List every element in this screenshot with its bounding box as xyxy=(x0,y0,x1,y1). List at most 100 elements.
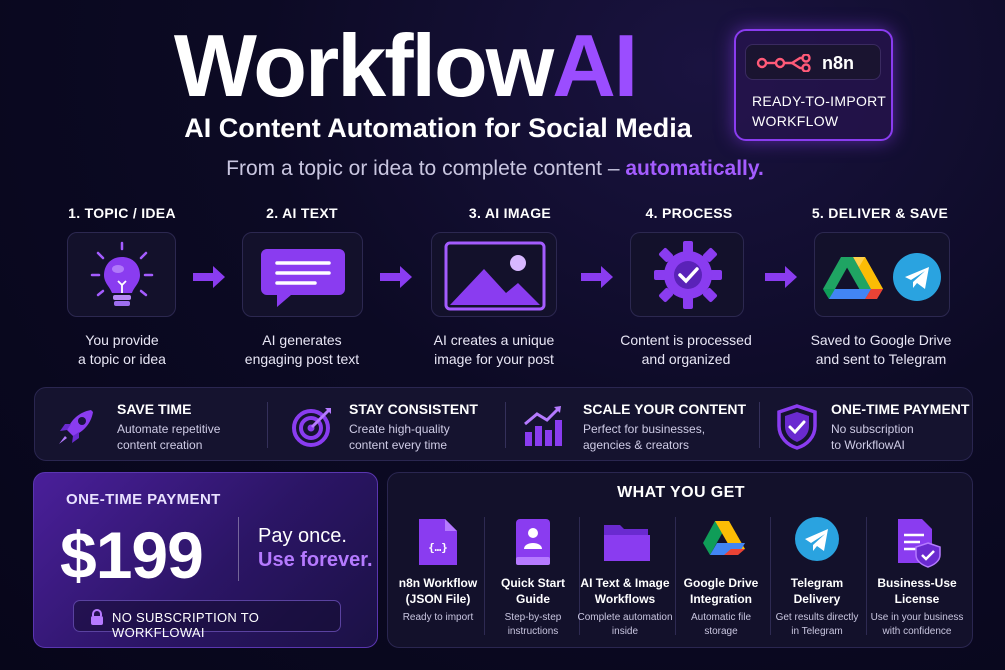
page-subtitle: AI Content Automation for Social Media xyxy=(184,113,692,143)
badge-line1: READY-TO-IMPORT xyxy=(752,93,887,109)
divider xyxy=(770,517,771,635)
arrow-2-icon xyxy=(380,266,412,288)
folder-icon xyxy=(604,525,650,561)
lightbulb-icon xyxy=(90,241,154,306)
benefit-desc: Create high-quality content every time xyxy=(349,421,450,453)
item-n8n-workflow: {…} n8n Workflow (JSON File) Ready to imp… xyxy=(390,515,486,641)
item-title-line1: Quick Start xyxy=(500,576,566,590)
step-2-desc: AI generates engaging post text xyxy=(224,331,380,369)
step-4-desc-line1: Content is processed xyxy=(620,332,752,348)
title-accent: AI xyxy=(552,16,638,115)
step-2-desc-line2: engaging post text xyxy=(244,351,360,367)
item-title-line2: License xyxy=(894,592,940,606)
google-drive-icon xyxy=(823,257,883,299)
badge-line2: WORKFLOW xyxy=(752,113,839,129)
divider xyxy=(505,402,506,448)
tagline-highlight: automatically. xyxy=(625,157,764,180)
price-card: ONE-TIME PAYMENT $199 Pay once. Use fore… xyxy=(33,472,378,648)
divider xyxy=(238,517,239,581)
benefit-title: SAVE TIME xyxy=(117,401,192,417)
chat-icon xyxy=(261,249,345,307)
item-desc: Ready to import xyxy=(390,611,486,625)
step-1-label: 1. TOPIC / IDEA xyxy=(68,205,176,221)
step-3-label: 3. AI IMAGE xyxy=(468,205,552,221)
item-title-line2: Delivery xyxy=(793,592,841,606)
item-title-line1: AI Text & Image xyxy=(580,576,670,590)
benefit-desc-line1: Create high-quality xyxy=(349,422,450,436)
item-desc-line1: Ready to import xyxy=(402,612,474,623)
step-1-desc-line2: a topic or idea xyxy=(78,351,166,367)
price-amount: $199 xyxy=(60,518,204,592)
step-2-desc-line1: AI generates xyxy=(262,332,342,348)
benefit-desc-line1: Perfect for businesses, xyxy=(583,422,706,436)
guide-book-icon xyxy=(516,519,550,565)
item-desc-line2: instructions xyxy=(507,626,559,637)
n8n-logo-icon xyxy=(756,54,811,72)
divider xyxy=(866,517,867,635)
item-title-line1: n8n Workflow xyxy=(398,576,478,590)
arrow-4-icon xyxy=(765,266,797,288)
divider xyxy=(675,517,676,635)
item-title-line1: Google Drive xyxy=(683,576,759,590)
divider xyxy=(579,517,580,635)
step-3-desc-line1: AI creates a unique xyxy=(433,332,555,348)
item-title-line2: Workflows xyxy=(594,592,656,606)
item-desc-line1: Get results directly xyxy=(775,612,859,623)
benefit-desc-line1: No subscription xyxy=(831,422,914,436)
item-desc-line1: Automatic file xyxy=(690,612,752,623)
what-you-get-panel: WHAT YOU GET {…} n8n Workflow (JSON File)… xyxy=(387,472,973,648)
benefit-desc-line2: to WorkflowAI xyxy=(831,438,905,452)
benefit-title: ONE-TIME PAYMENT xyxy=(831,401,970,417)
telegram-icon xyxy=(795,517,839,561)
n8n-brand: n8n xyxy=(822,53,855,73)
step-4-label: 4. PROCESS xyxy=(645,205,733,221)
tagline: From a topic or idea to complete content… xyxy=(0,157,990,181)
item-title-line2: (JSON File) xyxy=(405,592,471,606)
step-3-card xyxy=(431,232,557,317)
benefit-desc: No subscription to WorkflowAI xyxy=(831,421,914,453)
benefit-desc-line2: content creation xyxy=(117,438,203,452)
benefit-scale-content: SCALE YOUR CONTENT Perfect for businesse… xyxy=(511,388,761,462)
no-subscription-text: NO SUBSCRIPTION TO WORKFLOWAI xyxy=(112,610,260,640)
item-title-line2: Integration xyxy=(690,592,752,606)
arrow-3-icon xyxy=(581,266,613,288)
tagline-text: From a topic or idea to complete content… xyxy=(226,157,626,180)
step-1-card xyxy=(67,232,176,317)
benefit-desc: Perfect for businesses, agencies & creato… xyxy=(583,421,705,453)
divider xyxy=(759,402,760,448)
item-desc-line2: with confidence xyxy=(882,626,952,637)
what-you-get-title: WHAT YOU GET xyxy=(617,484,745,501)
step-4-card xyxy=(630,232,744,317)
item-desc-line1: Step-by-step xyxy=(504,612,562,623)
svg-text:{…}: {…} xyxy=(428,541,448,554)
growth-chart-icon xyxy=(524,406,562,446)
drive-telegram-icon xyxy=(823,253,941,301)
divider xyxy=(484,517,485,635)
arrow-1-icon xyxy=(193,266,225,288)
benefit-desc-line2: content every time xyxy=(349,438,448,452)
step-2-card xyxy=(242,232,363,317)
item-desc: Step-by-step instructions xyxy=(485,611,581,639)
n8n-logo-pill: n8n xyxy=(745,44,881,80)
n8n-badge: n8n READY-TO-IMPORT WORKFLOW xyxy=(734,29,893,141)
json-file-icon: {…} xyxy=(419,519,457,565)
benefit-one-time-payment: ONE-TIME PAYMENT No subscription to Workf… xyxy=(765,388,973,462)
benefit-desc-line2: agencies & creators xyxy=(583,438,690,452)
google-drive-icon xyxy=(703,521,745,555)
